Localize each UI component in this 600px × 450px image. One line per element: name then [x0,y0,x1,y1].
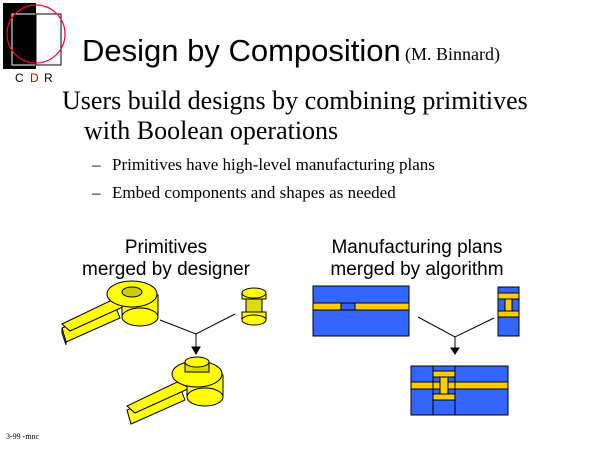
bullet-line-1: Users build designs by combining primiti… [62,86,528,115]
pin-primitive [241,287,267,326]
logo-letter-c: C [15,71,24,85]
merge-arrow-left [159,313,236,356]
slide-title: Design by Composition [82,33,401,68]
merge-arrow-right [417,316,495,355]
plan-b [497,286,520,337]
caption-right-2: merged by algorithm [330,259,504,280]
wrench-primitive [61,280,159,346]
caption-right-1: Manufacturing plans [331,237,503,258]
slide-author: (M. Binnard) [405,44,500,64]
slide-footer: 3-99 -mnc [6,432,40,441]
logo-letter-d: D [30,71,39,85]
bullet-line-2: with Boolean operations [84,116,339,145]
plan-a [312,285,410,337]
sub-bullet-dash: – [92,155,101,174]
caption-left-2: merged by designer [82,259,250,280]
logo-letter-r: R [44,71,53,85]
sub-bullet-dash: – [92,183,101,202]
sub-bullet-2: Embed components and shapes as needed [112,183,396,202]
cdr-logo [3,3,66,69]
merged-plan-result [410,365,509,416]
caption-left-1: Primitives [124,237,208,258]
merged-wrench-result [126,356,224,425]
sub-bullet-1: Primitives have high-level manufacturing… [112,155,435,174]
